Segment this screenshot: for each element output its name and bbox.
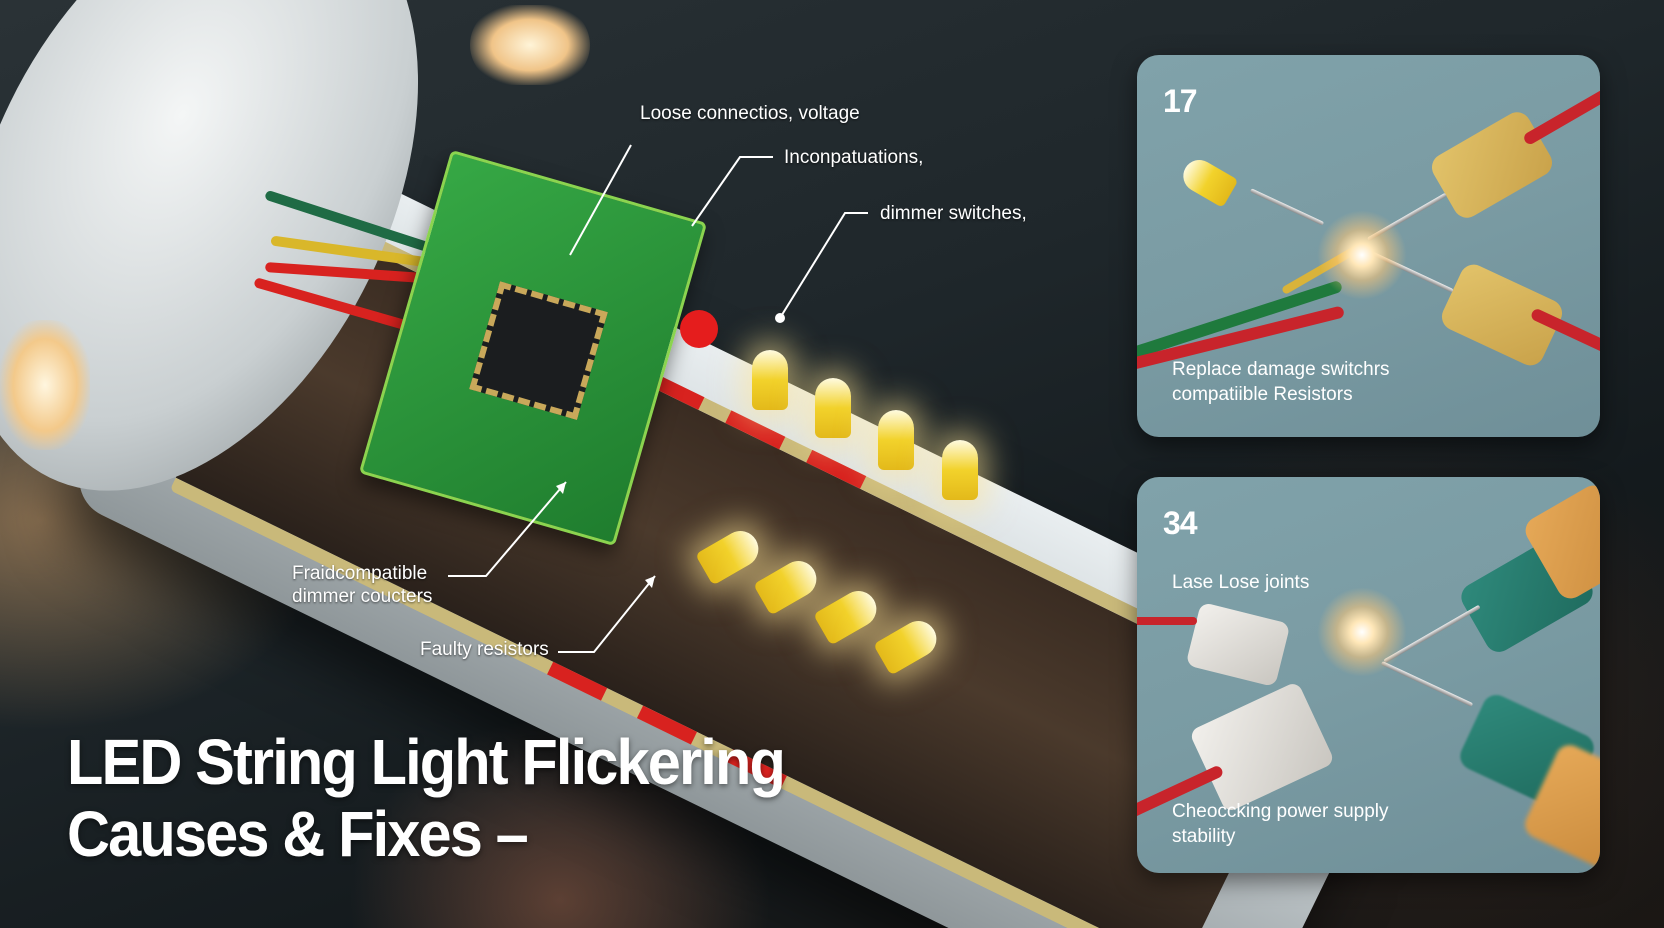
- callout-incompatible-dimmers: Fraidcompatible dimmer coucters: [292, 562, 432, 608]
- callout-loose-connections: Loose connectios, voltage: [640, 103, 860, 124]
- fix-panel-check-power: 34 Lase Lose joints Cheoccking power sup…: [1137, 477, 1600, 873]
- red-indicator-dot: [680, 310, 718, 348]
- probe-tip: [1380, 661, 1474, 707]
- led-leg: [1249, 188, 1325, 226]
- string-light-bulb-glow: [470, 5, 590, 85]
- led-bulb: [752, 350, 788, 410]
- red-wire: [1522, 75, 1600, 147]
- led-bulb: [878, 410, 914, 470]
- fix-panel-replace-components: 17 Replace damage switchrs compatiible R…: [1137, 55, 1600, 437]
- led-bulb: [815, 378, 851, 438]
- red-stripe: [547, 661, 608, 701]
- spark-icon: [1317, 587, 1407, 677]
- wire-connector: [1185, 601, 1291, 688]
- led-component: [1177, 154, 1239, 208]
- callout-line: dimmer coucters: [292, 586, 433, 607]
- panel-number: 34: [1163, 505, 1198, 541]
- callout-line: Fraidcompatible: [292, 563, 428, 584]
- title-line-1: LED String Light Flickering: [67, 726, 786, 798]
- microcontroller-chip: [469, 281, 608, 420]
- callout-dimmer-switches: dimmer switches,: [880, 203, 1027, 224]
- panel-caption-line: Replace damage switchrs: [1172, 359, 1390, 380]
- title-line-2: Causes & Fixes –: [67, 798, 529, 870]
- page-title: LED String Light Flickering Causes & Fix…: [67, 726, 786, 870]
- panel-caption-line: compatiible Resistors: [1172, 384, 1353, 405]
- red-stripe: [725, 410, 786, 450]
- callout-incompatibilities: Inconpatuations,: [784, 147, 924, 168]
- string-light-bulb-glow: [0, 320, 90, 450]
- panel-caption-line: Cheoccking power supply: [1172, 801, 1389, 822]
- led-bulb: [942, 440, 978, 500]
- panel-caption-line: stability: [1172, 826, 1236, 847]
- red-stripe: [806, 449, 867, 489]
- spark-icon: [1317, 210, 1407, 300]
- panel-annotation: Lase Lose joints: [1172, 572, 1310, 593]
- callout-faulty-resistors: Faulty resistors: [420, 639, 549, 660]
- red-wire: [1137, 617, 1197, 625]
- wire-ferrule: [1426, 107, 1558, 223]
- panel-number: 17: [1163, 83, 1198, 119]
- wire-connector: [1188, 680, 1336, 814]
